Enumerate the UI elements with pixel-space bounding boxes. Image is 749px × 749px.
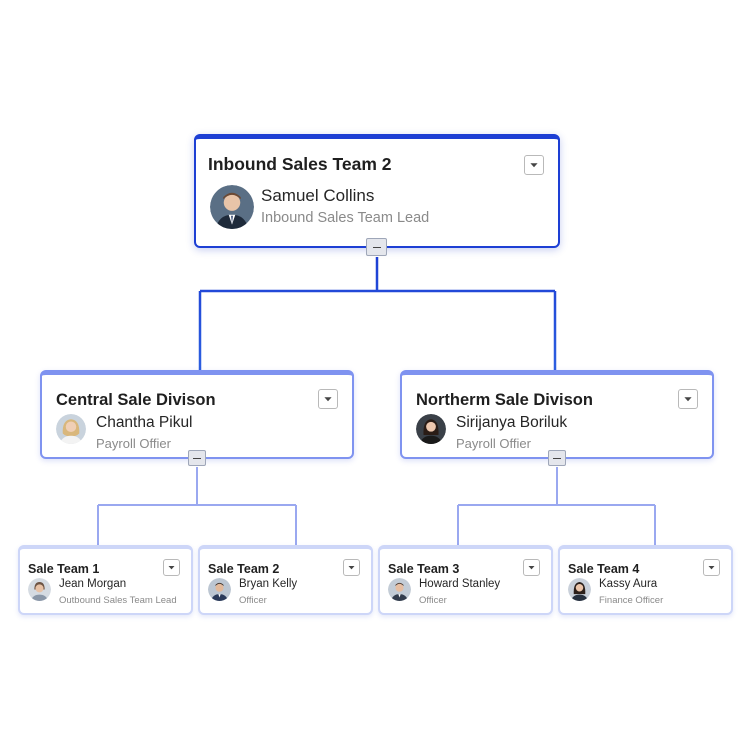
collapse-button-root[interactable] <box>366 238 387 256</box>
chevron-down-icon <box>348 566 355 570</box>
person-name: Sirijanya Boriluk <box>456 414 568 431</box>
avatar <box>210 185 254 229</box>
chevron-down-icon <box>168 566 175 570</box>
dropdown-button[interactable] <box>524 155 544 175</box>
person-role: Finance Officer <box>599 595 664 606</box>
node-root[interactable]: Inbound Sales Team 2 Samuel Collins Inbo… <box>194 134 560 248</box>
node-title: Northerm Sale Divison <box>416 391 593 409</box>
dropdown-button[interactable] <box>678 389 698 409</box>
dropdown-button[interactable] <box>343 559 360 576</box>
chevron-down-icon <box>324 397 332 402</box>
node-sale-team-2[interactable]: Sale Team 2 Bryan Kelly Officer <box>198 545 373 615</box>
node-title: Sale Team 3 <box>388 562 460 576</box>
node-title: Sale Team 1 <box>28 562 100 576</box>
minus-icon <box>553 458 561 459</box>
person-name: Bryan Kelly <box>239 578 298 590</box>
node-sale-team-4[interactable]: Sale Team 4 Kassy Aura Finance Officer <box>558 545 733 615</box>
minus-icon <box>193 458 201 459</box>
node-sale-team-3[interactable]: Sale Team 3 Howard Stanley Officer <box>378 545 553 615</box>
chevron-down-icon <box>708 566 715 570</box>
person-role: Officer <box>239 595 267 606</box>
dropdown-button[interactable] <box>163 559 180 576</box>
person-name: Chantha Pikul <box>96 414 193 431</box>
node-northern-division[interactable]: Northerm Sale Divison Sirijanya Boriluk … <box>400 370 714 459</box>
person-name: Samuel Collins <box>261 186 375 205</box>
collapse-button-northern[interactable] <box>548 450 566 466</box>
person-name: Kassy Aura <box>599 578 658 590</box>
avatar <box>208 578 231 601</box>
node-sale-team-1[interactable]: Sale Team 1 Jean Morgan Outbound Sales T… <box>18 545 193 615</box>
avatar <box>568 578 591 601</box>
person-role: Payroll Offier <box>456 436 531 451</box>
person-name: Jean Morgan <box>59 578 127 590</box>
chevron-down-icon <box>528 566 535 570</box>
avatar <box>416 414 446 444</box>
dropdown-button[interactable] <box>318 389 338 409</box>
node-title: Sale Team 4 <box>568 562 640 576</box>
node-title: Inbound Sales Team 2 <box>208 154 392 174</box>
person-role: Inbound Sales Team Lead <box>261 210 430 226</box>
person-role: Payroll Offier <box>96 436 171 451</box>
collapse-button-central[interactable] <box>188 450 206 466</box>
person-name: Howard Stanley <box>419 578 501 590</box>
dropdown-button[interactable] <box>703 559 720 576</box>
connector-root-to-divisions <box>198 257 557 370</box>
node-title: Central Sale Divison <box>56 391 216 409</box>
person-role: Officer <box>419 595 447 606</box>
minus-icon <box>372 247 381 248</box>
avatar <box>56 414 86 444</box>
avatar <box>388 578 411 601</box>
person-role: Outbound Sales Team Lead <box>59 595 177 606</box>
connector-central-to-teams <box>97 467 297 545</box>
chevron-down-icon <box>530 163 538 168</box>
connector-northern-to-teams <box>457 467 656 545</box>
node-central-division[interactable]: Central Sale Divison Chantha Pikul Payro… <box>40 370 354 459</box>
avatar <box>28 578 51 601</box>
node-title: Sale Team 2 <box>208 562 280 576</box>
chevron-down-icon <box>684 397 692 402</box>
dropdown-button[interactable] <box>523 559 540 576</box>
